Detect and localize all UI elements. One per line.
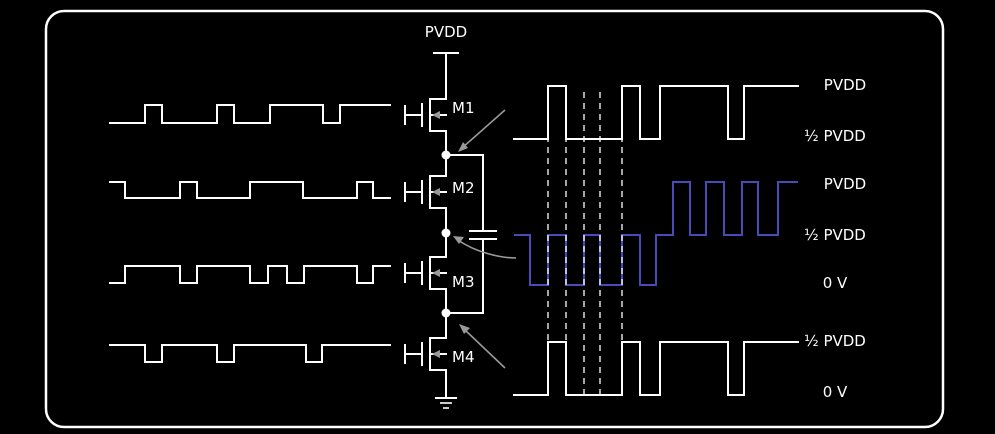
transistor-m3 <box>404 232 447 314</box>
transistor-m4 <box>404 312 447 399</box>
gate-wave-m1 <box>109 104 391 124</box>
supply-label: PVDD <box>425 23 467 41</box>
m1-label: M1 <box>452 99 475 117</box>
level-mid-low: 0 V <box>823 274 848 292</box>
gate-wave-m2 <box>109 181 391 199</box>
node-bottom-waveform <box>513 341 799 396</box>
transistor-m1 <box>404 86 447 156</box>
ground-symbol <box>435 397 457 409</box>
level-top-low: ½ PVDD <box>804 127 866 145</box>
m2-label: M2 <box>452 179 475 197</box>
level-bot-low: 0 V <box>823 383 848 401</box>
arrow-node-top <box>458 109 506 152</box>
flying-capacitor <box>469 230 497 314</box>
m3-label: M3 <box>452 273 475 291</box>
gate-wave-m4 <box>109 344 391 363</box>
level-top-high: PVDD <box>824 76 866 94</box>
node-top-waveform <box>513 85 799 140</box>
gate-wave-m3 <box>109 265 391 284</box>
wire-node1-cap <box>445 154 484 231</box>
arrow-node-bottom <box>459 324 506 369</box>
arrow-node-output <box>453 236 517 259</box>
level-bot-high: ½ PVDD <box>804 332 866 350</box>
level-mid-high: PVDD <box>824 175 866 193</box>
m4-label: M4 <box>452 348 475 366</box>
diagram-frame <box>44 9 945 429</box>
level-mid-mid: ½ PVDD <box>804 226 866 244</box>
output-waveform <box>514 181 798 286</box>
transistor-m2 <box>404 154 447 234</box>
